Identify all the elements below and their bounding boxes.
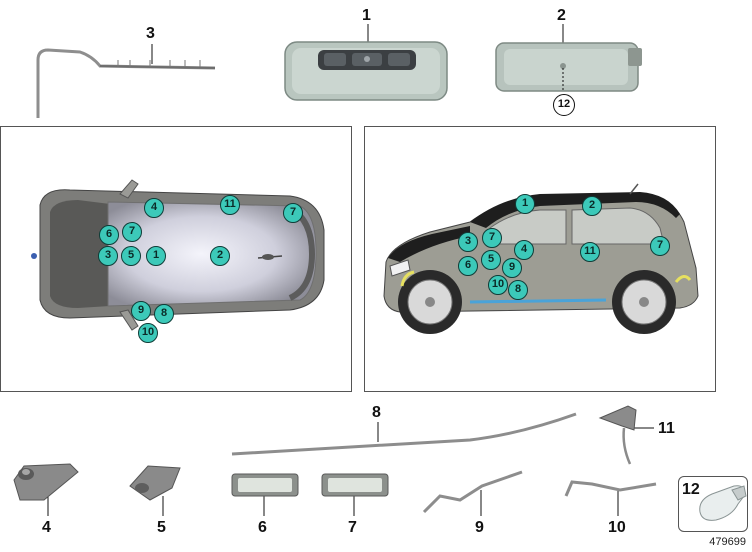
side-badge-7b: 7: [650, 236, 670, 256]
side-badge-5: 5: [481, 250, 501, 270]
callout-9: 9: [475, 519, 484, 536]
top-badge-6: 6: [99, 225, 119, 245]
top-badge-1: 1: [146, 246, 166, 266]
callout-10: 10: [608, 519, 626, 536]
callout-1: 1: [362, 7, 371, 24]
side-badge-7a: 7: [482, 228, 502, 248]
top-badge-7a: 7: [283, 203, 303, 223]
side-badge-6: 6: [458, 256, 478, 276]
side-badge-2: 2: [582, 196, 602, 216]
callout-6: 6: [258, 519, 267, 536]
top-badge-5: 5: [121, 246, 141, 266]
top-badge-3: 3: [98, 246, 118, 266]
part-2-rear-interior-light: [495, 24, 642, 92]
callout-8: 8: [372, 404, 381, 421]
callout-7: 7: [348, 519, 357, 536]
top-badge-7b: 7: [122, 222, 142, 242]
side-badge-8: 8: [508, 280, 528, 300]
top-badge-10: 10: [138, 323, 158, 343]
document-number: 479699: [709, 536, 746, 548]
side-badge-4: 4: [514, 240, 534, 260]
part-3-light-strip: [36, 44, 216, 118]
top-badge-4: 4: [144, 198, 164, 218]
side-badge-9: 9: [502, 258, 522, 278]
callout-4: 4: [42, 519, 51, 536]
side-badge-3: 3: [458, 232, 478, 252]
callout-5: 5: [157, 519, 166, 536]
side-badge-1: 1: [515, 194, 535, 214]
callout-2: 2: [557, 7, 566, 24]
callout-12: 12: [682, 481, 700, 498]
callout-12-ring: 12: [553, 94, 575, 116]
top-badge-8: 8: [154, 304, 174, 324]
top-badge-2: 2: [210, 246, 230, 266]
callout-11: 11: [658, 420, 675, 437]
top-badge-11: 11: [220, 195, 240, 215]
callout-3: 3: [146, 25, 155, 42]
side-badge-10: 10: [488, 275, 508, 295]
part-1-front-interior-light: [284, 24, 448, 101]
top-badge-9: 9: [131, 301, 151, 321]
side-badge-11: 11: [580, 242, 600, 262]
